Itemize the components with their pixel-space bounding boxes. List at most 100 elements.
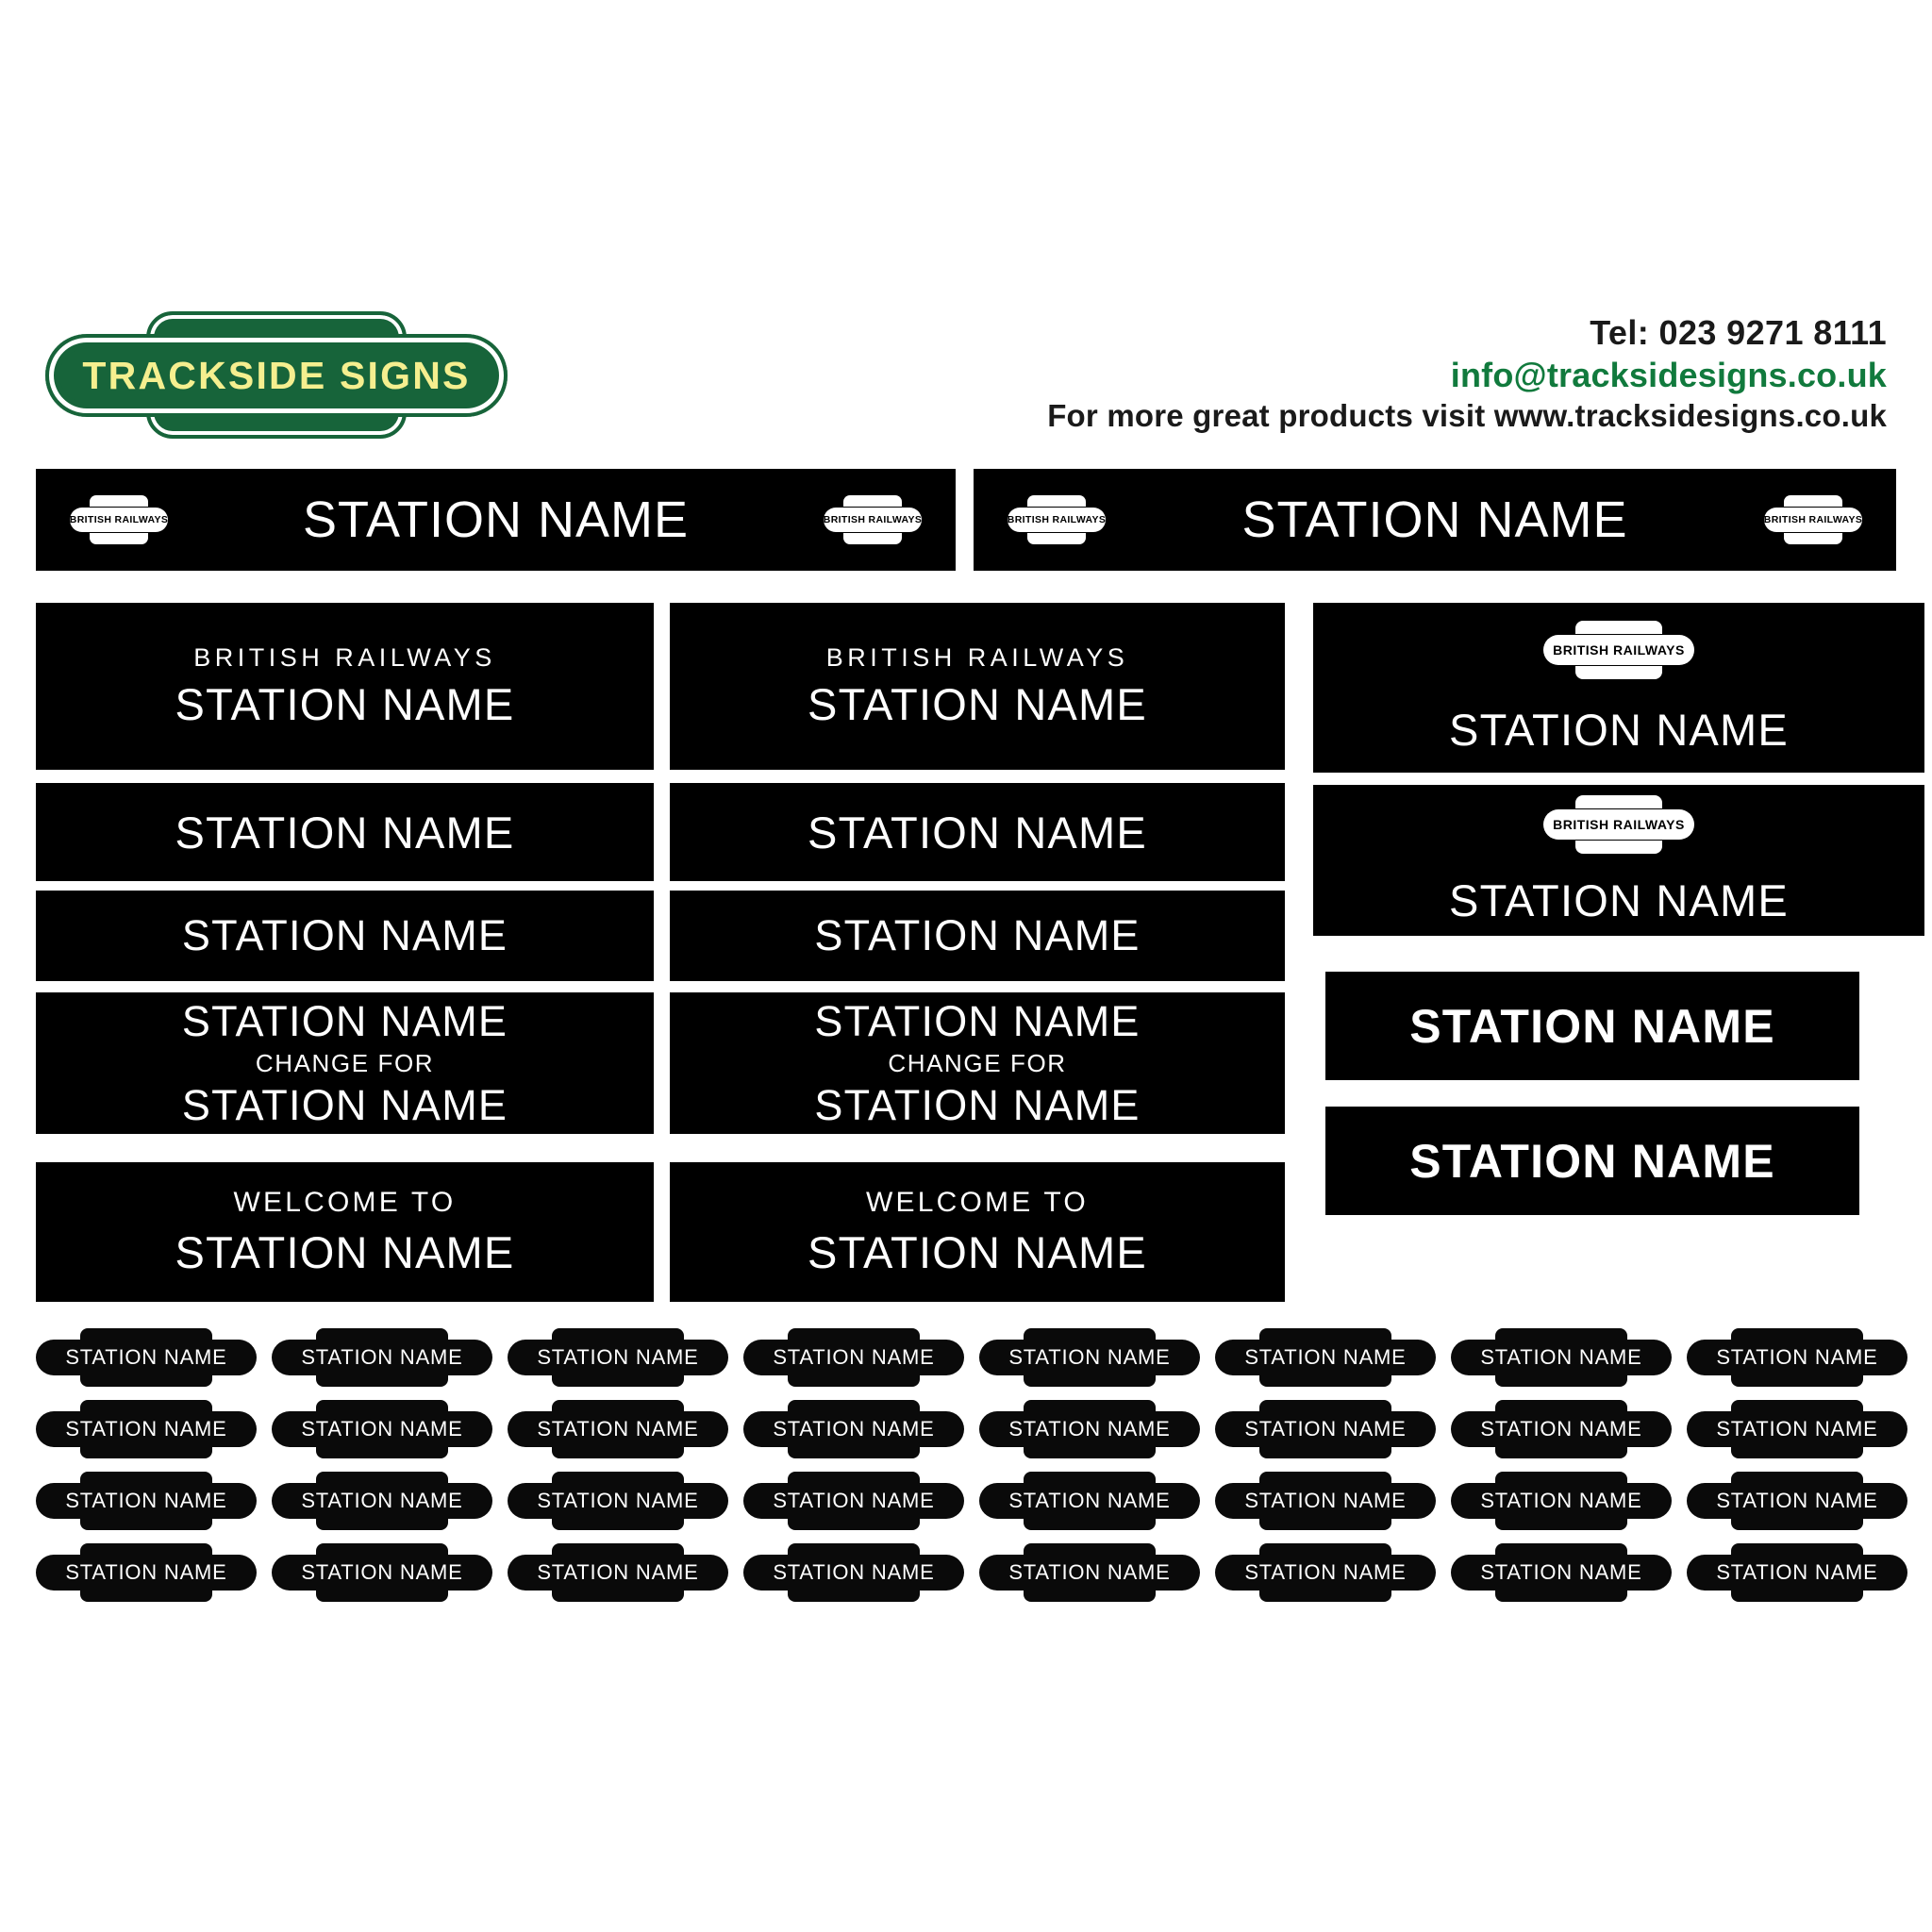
totem-bar-bottom [1731,1445,1863,1458]
sign-station-name: STATION NAME [1449,704,1789,755]
sign-station-name: STATION NAME [181,911,508,959]
totem-station-name: STATION NAME [65,1560,227,1584]
totem-station-name: STATION NAME [537,1489,699,1512]
totem-badge: STATION NAME [1687,1472,1907,1530]
totem-badge: STATION NAME [1451,1543,1672,1602]
badge-label: BRITISH RAILWAYS [823,514,923,525]
totem-badge: STATION NAME [36,1400,257,1458]
badge-pill: BRITISH RAILWAYS [1008,508,1106,532]
telephone-number: Tel: 023 9271 8111 [1590,313,1887,352]
totem-station-name: STATION NAME [301,1489,463,1512]
totem-bar-top [80,1472,212,1485]
totem-station-name: STATION NAME [773,1560,935,1584]
totem-badge: STATION NAME [743,1472,964,1530]
totem-station-name: STATION NAME [537,1417,699,1441]
british-railways-badge-icon: BRITISH RAILWAYS [1008,495,1106,544]
totem-badge: STATION NAME [1687,1400,1907,1458]
badge-label: BRITISH RAILWAYS [1553,641,1685,658]
totem-bar-bottom [1731,1517,1863,1530]
badge-pill: BRITISH RAILWAYS [1543,634,1694,665]
totem-pill: STATION NAME [1451,1483,1672,1519]
totem-bar-bottom [316,1517,448,1530]
totem-bar-top [1259,1472,1391,1485]
sign-welcome-label: WELCOME TO [866,1186,1089,1218]
totem-bar-bottom [552,1517,684,1530]
totem-bar-top [1731,1400,1863,1413]
sign-col3-station-bold-1: STATION NAME [1325,972,1859,1080]
totem-pill: STATION NAME [272,1555,492,1591]
british-railways-badge-icon: BRITISH RAILWAYS [1543,794,1694,854]
totem-station-name: STATION NAME [301,1417,463,1441]
totem-station-name: STATION NAME [537,1560,699,1584]
totem-station-name: STATION NAME [65,1345,227,1369]
totem-station-name: STATION NAME [773,1345,935,1369]
sign-station-name: STATION NAME [175,678,515,729]
totem-bar-top [1259,1400,1391,1413]
badge-bar-top [1027,495,1086,507]
totem-station-name: STATION NAME [1480,1345,1642,1369]
totem-bar-bottom [1495,1589,1627,1602]
website-line[interactable]: For more great products visit www.tracks… [1047,398,1887,433]
totem-bar-top [316,1472,448,1485]
totem-bar-bottom [1259,1374,1391,1387]
contact-block: Tel: 023 9271 8111 info@tracksidesigns.c… [1047,311,1887,437]
sign-col3-totem-station-2: BRITISH RAILWAYS STATION NAME [1313,785,1924,936]
totem-badge: STATION NAME [36,1543,257,1602]
badge-pill: BRITISH RAILWAYS [1764,508,1862,532]
totem-bar-bottom [552,1374,684,1387]
totem-bar-top [1259,1328,1391,1341]
totem-station-name: STATION NAME [773,1489,935,1512]
email-address[interactable]: info@tracksidesigns.co.uk [1450,356,1887,394]
totem-badge: STATION NAME [1687,1543,1907,1602]
totem-bar-top [552,1328,684,1341]
totem-bar-top [1259,1543,1391,1557]
totem-bar-top [1024,1543,1156,1557]
totem-station-name: STATION NAME [1716,1560,1878,1584]
badge-bar-top [1575,620,1662,634]
totem-bar-bottom [80,1445,212,1458]
page-header: TRACKSIDE SIGNS Tel: 023 9271 8111 info@… [0,0,1932,462]
totem-badge: STATION NAME [508,1543,728,1602]
totem-station-name: STATION NAME [65,1417,227,1441]
badge-label: BRITISH RAILWAYS [1007,514,1107,525]
totem-bar-top [316,1400,448,1413]
totem-bar-bottom [1495,1374,1627,1387]
totem-pill: STATION NAME [36,1411,257,1447]
totem-badge: STATION NAME [979,1472,1200,1530]
logo-text: TRACKSIDE SIGNS [82,353,471,397]
totem-station-name: STATION NAME [1480,1560,1642,1584]
totem-bar-top [1495,1400,1627,1413]
logo-pill: TRACKSIDE SIGNS [45,334,508,417]
totem-pill: STATION NAME [1215,1483,1436,1519]
totem-station-name: STATION NAME [1008,1417,1171,1441]
sign-col1-welcome-to: WELCOME TO STATION NAME [36,1162,654,1302]
totem-bar-bottom [1259,1589,1391,1602]
totem-pill: STATION NAME [979,1483,1200,1519]
badge-pill: BRITISH RAILWAYS [824,508,922,532]
totem-badge: STATION NAME [272,1400,492,1458]
sign-station-name-primary: STATION NAME [181,996,508,1045]
badge-bar-bottom [1575,840,1662,854]
banner-station-name: STATION NAME [1241,491,1628,548]
totem-bar-top [788,1543,920,1557]
totem-bar-top [80,1400,212,1413]
totem-station-name: STATION NAME [1008,1345,1171,1369]
badge-label: BRITISH RAILWAYS [1763,514,1863,525]
totem-bar-top [1731,1328,1863,1341]
totem-badge: STATION NAME [743,1543,964,1602]
totem-pill: STATION NAME [1687,1483,1907,1519]
totem-bar-top [316,1543,448,1557]
totem-bar-bottom [80,1517,212,1530]
badge-bar-bottom [1575,665,1662,679]
totem-station-name: STATION NAME [1480,1417,1642,1441]
sign-station-name-secondary: STATION NAME [181,1080,508,1129]
totem-pill: STATION NAME [1215,1555,1436,1591]
badge-bar-top [843,495,902,507]
totem-bar-bottom [552,1445,684,1458]
totem-pill: STATION NAME [508,1340,728,1375]
badge-label: BRITISH RAILWAYS [1553,816,1685,832]
totem-badge: STATION NAME [1451,1472,1672,1530]
british-railways-badge-icon: BRITISH RAILWAYS [70,495,168,544]
totem-station-name: STATION NAME [1480,1489,1642,1512]
totem-badge: STATION NAME [36,1328,257,1387]
